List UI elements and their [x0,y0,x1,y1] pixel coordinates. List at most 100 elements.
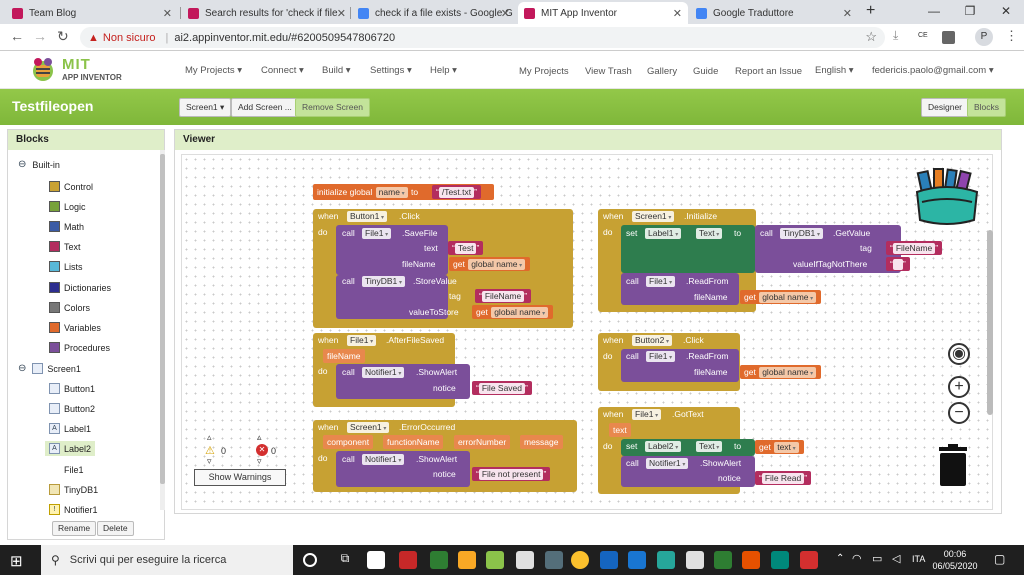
restore-icon[interactable]: ❐ [964,4,976,18]
call-file1-readfrom-block[interactable] [621,349,739,382]
app-icon[interactable] [657,551,675,569]
qgis-icon[interactable] [486,551,504,569]
app-icon[interactable] [771,551,789,569]
warning-nav-down-icon[interactable]: ▿ [207,456,212,466]
zoom-in-icon[interactable]: + [948,376,970,398]
menu-build[interactable]: Build ▾ [322,65,351,76]
designer-button[interactable]: Designer [921,98,970,117]
call-file1-readfrom-block[interactable] [621,273,739,305]
omnibox[interactable]: ▲ Non sicuro | ai2.appinventor.mit.edu/#… [80,27,885,48]
app-icon[interactable] [714,551,732,569]
file1-dropdown[interactable]: File1 [362,228,392,239]
close-tab-icon[interactable]: ✕ [162,7,172,20]
drawer-variables[interactable]: Variables [49,322,101,333]
notifier1-dropdown[interactable]: Notifier1 [646,458,689,469]
component-button1[interactable]: Button1 [49,383,95,394]
warning-nav-up-icon[interactable]: ▵ [207,432,212,442]
link-view-trash[interactable]: View Trash [585,66,632,77]
text-block[interactable]: “FileName” [886,241,943,255]
new-tab-button[interactable]: + [866,2,876,19]
extension-icon[interactable]: CE [918,32,928,39]
rename-button[interactable]: Rename [52,521,97,536]
trash-icon[interactable] [938,444,968,486]
browser-tab[interactable]: Search results for 'check if file ✕ [182,2,352,24]
menu-my-projects[interactable]: My Projects ▾ [185,65,243,76]
get-global-name-block[interactable]: get global name [472,305,554,319]
tree-builtin[interactable]: ⊖ Built-in [18,159,60,170]
show-warnings-button[interactable]: Show Warnings [194,469,286,486]
event-param-errornumber[interactable]: errorNumber [454,435,511,449]
text-block[interactable]: “/Test.txt” [432,185,481,199]
menu-help[interactable]: Help ▾ [430,65,457,76]
text-block[interactable]: “Test” [448,241,484,255]
clock[interactable]: 00:06 06/05/2020 [930,548,980,572]
event-param-filename[interactable]: fileName [323,349,365,363]
browser-tab[interactable]: Team Blog ✕ [6,2,178,24]
drawer-math[interactable]: Math [49,221,84,232]
screen1-dropdown[interactable]: Screen1 [347,422,390,433]
taskbar-search[interactable]: ⚲ Scrivi qui per eseguire la ricerca [41,545,293,575]
set-label1-text-block[interactable] [621,225,755,273]
global-name-field[interactable]: name [375,187,408,199]
text-property-dropdown[interactable]: Text [696,228,723,239]
label1-dropdown[interactable]: Label1 [645,228,682,239]
browser-tab[interactable]: check if a file exists - Google G ✕ [352,2,516,24]
tree-screen1[interactable]: ⊖ Screen1 [18,363,81,374]
event-param-functionname[interactable]: functionName [383,435,444,449]
text-block[interactable]: “File not present” [472,467,551,481]
get-global-name-block[interactable]: get global name [740,290,822,304]
download-icon[interactable]: ⤓ [893,28,899,42]
drawer-procedures[interactable]: Procedures [49,342,110,353]
event-param-text[interactable]: text [609,423,631,437]
screen1-dropdown[interactable]: Screen1 [632,211,675,222]
add-screen-button[interactable]: Add Screen ... [231,98,299,117]
file1-dropdown[interactable]: File1 [646,351,676,362]
text-block[interactable]: “File Saved” [472,381,532,395]
drawer-text[interactable]: Text [49,241,81,252]
drawer-lists[interactable]: Lists [49,261,83,272]
app-icon[interactable] [800,551,818,569]
back-icon[interactable]: ← [10,28,24,44]
get-global-name-block[interactable]: get global name [740,365,822,379]
blocks-workspace[interactable] [181,154,993,510]
zoom-out-icon[interactable]: − [948,402,970,424]
component-notifier1[interactable]: !Notifier1 [49,504,98,515]
tray-expand-icon[interactable]: ⌃ [836,553,845,564]
language-indicator[interactable]: ITA [912,554,926,564]
word-icon[interactable] [600,551,618,569]
screen-select-button[interactable]: Screen1 ▾ [179,98,232,117]
browser-tab[interactable]: Google Traduttore ✕ [690,2,858,24]
menu-connect[interactable]: Connect ▾ [261,65,304,76]
extension-icon[interactable] [942,31,955,44]
close-tab-icon[interactable]: ✕ [672,7,682,20]
remove-screen-button[interactable]: Remove Screen [295,98,370,117]
notifier1-dropdown[interactable]: Notifier1 [362,367,405,378]
collapse-icon[interactable]: ⊖ [18,159,27,170]
app-inventor-logo[interactable]: MIT APP INVENTOR [28,55,138,85]
text-property-dropdown[interactable]: Text [696,441,723,452]
close-window-icon[interactable]: ✕ [1000,4,1012,18]
file-explorer-icon[interactable] [458,551,476,569]
tinydb1-dropdown[interactable]: TinyDB1 [780,228,823,239]
get-text-block[interactable]: get text [755,440,804,454]
delete-button[interactable]: Delete [97,521,134,536]
workspace-scrollbar[interactable] [987,230,993,415]
app-icon[interactable] [367,551,385,569]
file1-dropdown[interactable]: File1 [347,335,377,346]
security-label[interactable]: Non sicuro [102,31,156,44]
url-text[interactable]: ai2.appinventor.mit.edu/#620050954780672… [174,31,396,44]
profile-avatar[interactable]: P [975,28,993,46]
windows-start-icon[interactable]: ⊞ [10,553,23,570]
menu-dots-icon[interactable]: ⋮ [1005,28,1018,43]
blocks-button[interactable]: Blocks [967,98,1007,117]
link-my-projects[interactable]: My Projects [519,66,569,77]
file1-dropdown[interactable]: File1 [646,276,676,287]
battery-icon[interactable]: ▭ [872,553,883,565]
component-file1[interactable]: File1 [49,464,84,475]
button1-dropdown[interactable]: Button1 [347,211,387,222]
tinydb1-dropdown[interactable]: TinyDB1 [362,276,405,287]
empty-text-block[interactable]: “” [886,257,910,271]
component-tinydb1[interactable]: TinyDB1 [49,484,98,495]
